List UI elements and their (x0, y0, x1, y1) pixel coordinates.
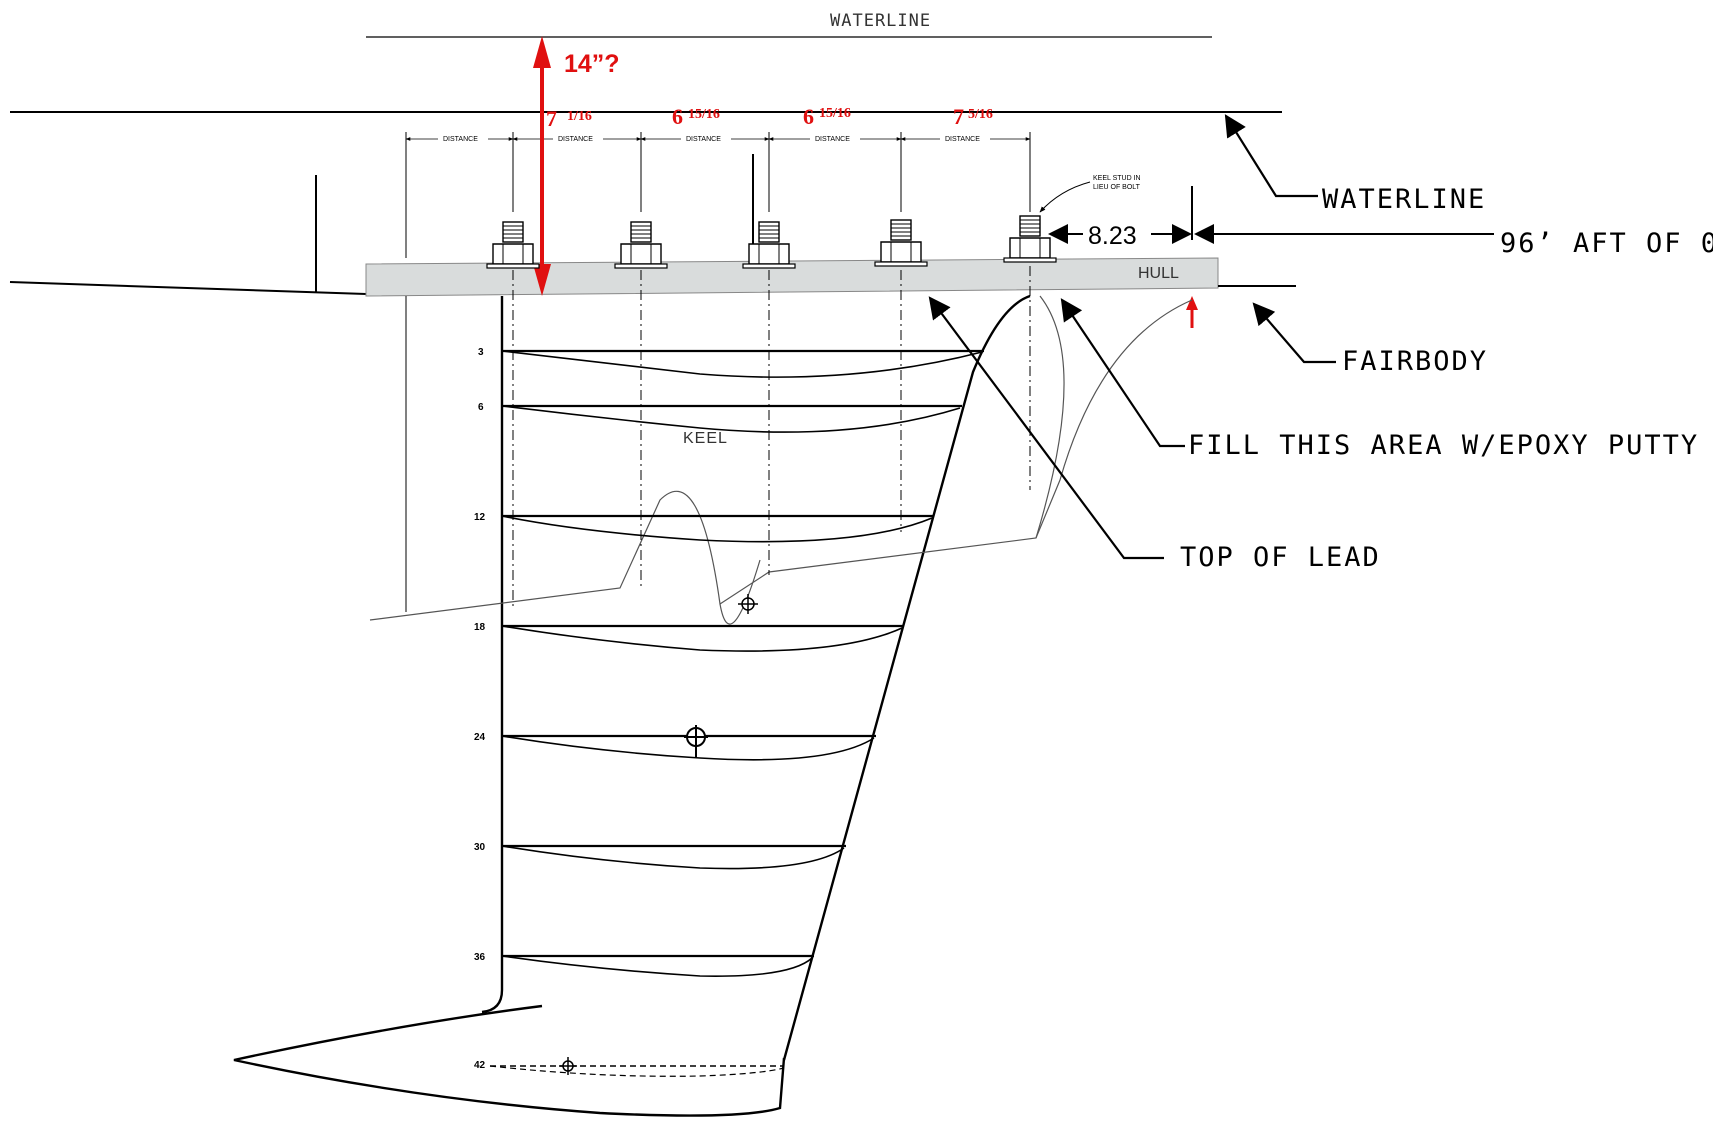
hull-band (365, 257, 1219, 297)
keel-body (233, 294, 1193, 1117)
keel-stud (1003, 215, 1057, 263)
center-of-gravity-marker (684, 725, 708, 757)
spacing-whole: 6 (803, 104, 814, 129)
waterline-callout: WATERLINE (1322, 184, 1486, 215)
station-numbers: 3 6 12 18 24 30 36 42 (474, 347, 486, 1071)
station-number: 12 (474, 512, 486, 523)
station-number: 6 (478, 402, 484, 413)
distance-label: DISTANCE (558, 136, 593, 143)
waterline-top-label: WATERLINE (830, 11, 931, 31)
fill-area-callout: FILL THIS AREA W/EPOXY PUTTY (1188, 430, 1699, 461)
top-of-lead-callout: TOP OF LEAD (1180, 542, 1381, 573)
distance-dimensions: DISTANCE DISTANCE DISTANCE DISTANCE DIST… (405, 132, 1031, 258)
station-lines (489, 349, 984, 1077)
station-number: 3 (478, 347, 484, 358)
keel-label: KEEL (683, 430, 728, 447)
hull-profile-left (9, 281, 367, 295)
keel-stud-note: LIEU OF BOLT (1093, 184, 1141, 191)
aft-callout: 96’ AFT OF 0 (1500, 228, 1713, 259)
spacing-fraction: 15/16 (688, 107, 720, 122)
distance-label: DISTANCE (815, 136, 850, 143)
callout-leaders (928, 114, 1336, 560)
center-of-gravity-marker (559, 1057, 577, 1075)
hull-label: HULL (1138, 265, 1179, 282)
station-number: 30 (474, 842, 486, 853)
keel-stud (742, 221, 796, 269)
spacing-fraction: 5/16 (968, 107, 993, 122)
spacing-whole: 7 (953, 104, 964, 129)
spacing-annotations: 7 1/16 6 15/16 6 15/16 7 5/16 (546, 104, 993, 131)
measurement-14-label: 14”? (564, 50, 620, 78)
station-number: 42 (474, 1060, 486, 1071)
keel-stud-leader (1039, 181, 1091, 213)
spacing-fraction: 1/16 (567, 109, 592, 124)
station-number: 36 (474, 952, 486, 963)
keel-stud (614, 221, 668, 269)
keel-stud (486, 221, 540, 269)
spacing-fraction: 15/16 (819, 106, 851, 121)
station-number: 24 (474, 732, 486, 743)
station-number: 18 (474, 622, 486, 633)
spacing-whole: 7 (546, 106, 557, 131)
dim-823-label: 8.23 (1088, 222, 1137, 250)
distance-label: DISTANCE (443, 136, 478, 143)
distance-label: DISTANCE (945, 136, 980, 143)
depth-14-arrow: 14”? (533, 36, 620, 296)
keel-studs (486, 215, 1057, 269)
fairbody-callout: FAIRBODY (1342, 346, 1488, 377)
spacing-whole: 6 (672, 104, 683, 129)
stud-centerlines (512, 266, 1031, 608)
distance-label: DISTANCE (686, 136, 721, 143)
keel-stud (874, 219, 928, 267)
keel-stud-note: KEEL STUD IN (1093, 175, 1141, 182)
center-of-gravity-marker (738, 594, 758, 614)
